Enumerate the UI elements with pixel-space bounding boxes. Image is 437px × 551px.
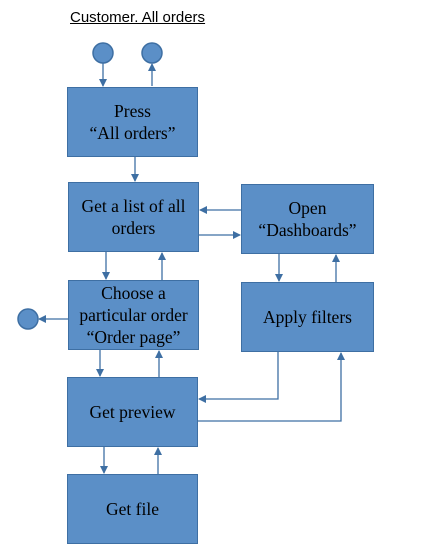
node-press-all-orders: Press “All orders” [67, 87, 198, 157]
edge-filters-to-preview [198, 352, 279, 403]
node-open-dashboards: Open “Dashboards” [241, 184, 374, 254]
node-get-list: Get a list of all orders [68, 182, 199, 252]
node-apply-filters: Apply filters [241, 282, 374, 352]
node-choose-order: Choose a particular order “Order page” [68, 280, 199, 350]
edge-preview-to-filters [198, 352, 345, 422]
start-circle [92, 42, 114, 64]
page-title: Customer. All orders [70, 9, 206, 26]
end-circle-left [17, 308, 39, 330]
node-get-preview: Get preview [67, 377, 198, 447]
end-circle-top [141, 42, 163, 64]
node-get-file: Get file [67, 474, 198, 544]
